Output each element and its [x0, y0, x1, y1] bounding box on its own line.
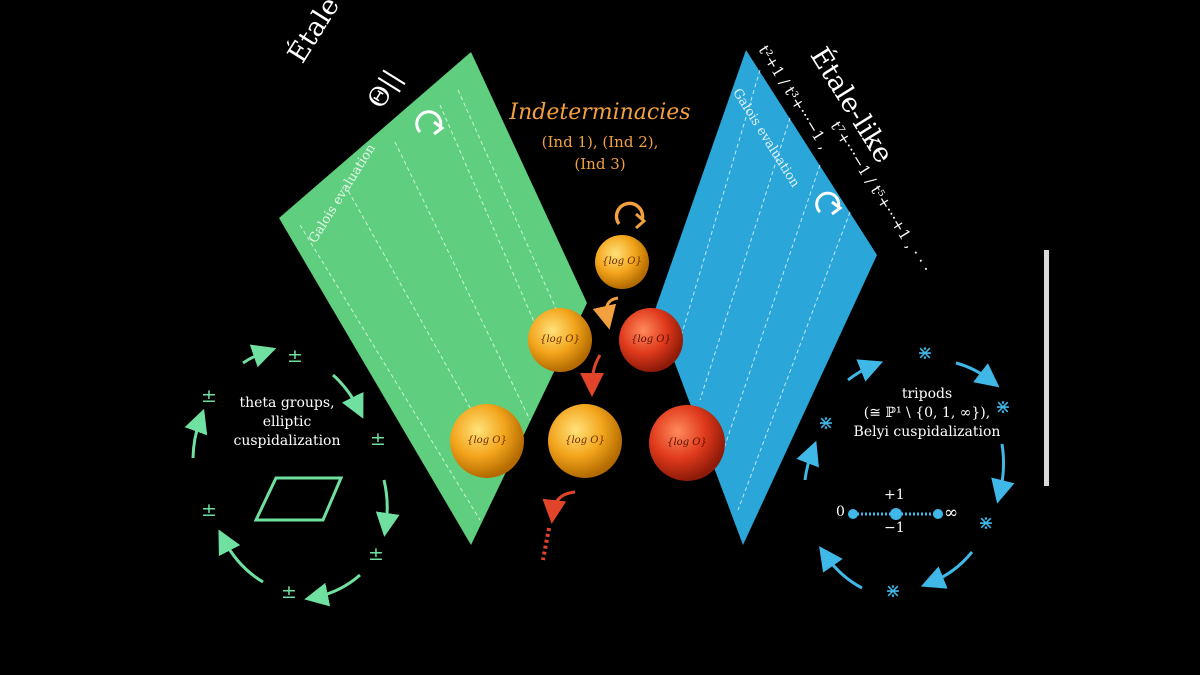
pm-symbol: ± — [281, 581, 297, 603]
star-symbol: ⋇ — [995, 396, 1011, 418]
cusp-number-line — [848, 508, 943, 520]
left-rotation-icon-tip — [433, 120, 445, 136]
center-rotation-icon — [614, 201, 645, 226]
arrow-red-dots — [541, 527, 551, 561]
ball-bottom-right-label: {log O} — [667, 437, 707, 448]
ball-bottom-left — [450, 404, 524, 478]
pm-symbol: ± — [370, 428, 386, 450]
right-circle-text: tripods (≅ ℙ¹ \ {0, 1, ∞}), Belyi cuspid… — [842, 385, 1012, 442]
star-symbol: ⋇ — [885, 580, 901, 602]
arrow-red-1 — [580, 354, 605, 397]
left-circle-text: theta groups, elliptic cuspidalization — [222, 394, 352, 451]
arrow-orange-down — [592, 296, 619, 330]
ball-bottom-center-label: {log O} — [565, 435, 605, 446]
center-title: Indeterminacies — [509, 100, 691, 125]
left-circle-line2: elliptic — [262, 414, 312, 430]
star-symbol: ⋇ — [818, 412, 834, 434]
pm-symbol: ± — [201, 499, 217, 521]
right-circle-line2: (≅ ℙ¹ \ {0, 1, ∞}), — [863, 405, 991, 421]
ball-top-label: {log O} — [602, 256, 642, 267]
ball-bottom-right — [649, 405, 725, 481]
cusp-label-zero: 0 — [836, 504, 845, 520]
pm-symbol: ± — [287, 345, 303, 367]
right-rotation-icon — [815, 191, 841, 214]
star-symbol: ⋇ — [978, 512, 994, 534]
cusp-label-minus-one: −1 — [884, 520, 905, 536]
star-symbol: ⋇ — [917, 342, 933, 364]
ball-bottom-left-label: {log O} — [467, 435, 507, 446]
center-subtitle-line2: (Ind 3) — [574, 155, 626, 173]
parallelogram-icon — [253, 476, 344, 522]
left-cycle-arrows — [184, 344, 400, 607]
scrollbar[interactable] — [1044, 250, 1049, 486]
pm-symbol: ± — [368, 543, 384, 565]
right-panel-dashed-lines — [679, 69, 851, 511]
ball-mid-right-label: {log O} — [631, 334, 671, 345]
left-rotation-icon — [415, 110, 443, 134]
ball-bottom-center — [548, 404, 622, 478]
cusp-label-infinity: ∞ — [944, 503, 959, 523]
cusp-label-plus-one: +1 — [884, 487, 905, 503]
right-circle-line3: Belyi cuspidalization — [853, 424, 1001, 440]
right-circle-line1: tripods — [901, 386, 953, 402]
ball-mid-left-label: {log O} — [540, 334, 580, 345]
arrow-red-2 — [542, 490, 576, 524]
right-cycle-arrows — [796, 359, 1015, 590]
left-circle-line3: cuspidalization — [233, 433, 341, 449]
ball-mid-right — [619, 308, 683, 372]
left-panel-shape — [279, 52, 587, 545]
center-subtitle-line1: (Ind 1), (Ind 2), — [541, 133, 659, 151]
ball-top — [595, 235, 649, 289]
ball-mid-left — [528, 308, 592, 372]
pm-symbol: ± — [201, 385, 217, 407]
center-rotation-icon-tip — [635, 212, 647, 230]
left-circle-line1: theta groups, — [239, 395, 335, 411]
right-rotation-icon-tip — [831, 200, 843, 216]
